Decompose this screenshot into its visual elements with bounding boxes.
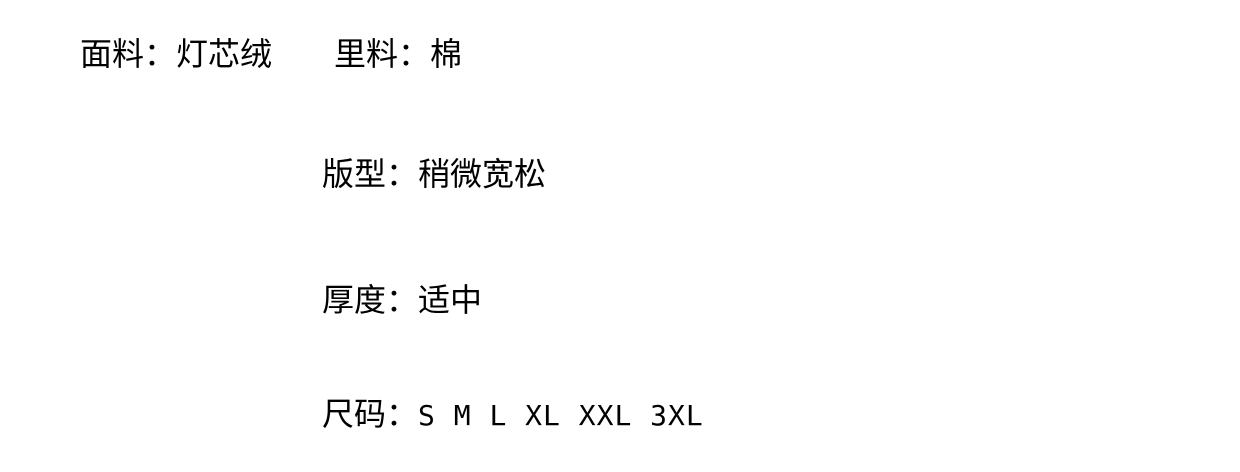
size-values: S M L XL XXL 3XL	[418, 399, 704, 432]
outer-fabric-value: 灯芯绒	[176, 35, 273, 73]
fit-label: 版型：	[322, 155, 419, 193]
fit-value: 稍微宽松	[418, 155, 547, 193]
thickness-line: 厚度：适中	[322, 280, 482, 320]
fit-line: 版型：稍微宽松	[322, 154, 546, 194]
outer-fabric-label: 面料：	[80, 35, 177, 73]
size-line: 尺码：S M L XL XXL 3XL	[322, 394, 704, 436]
fabric-line: 面料：灯芯绒 里料：棉	[80, 34, 462, 74]
lining-label: 里料：	[334, 35, 431, 73]
size-label: 尺码：	[322, 395, 419, 433]
thickness-label: 厚度：	[322, 281, 419, 319]
thickness-value: 适中	[418, 281, 483, 319]
lining-value: 棉	[430, 35, 463, 73]
